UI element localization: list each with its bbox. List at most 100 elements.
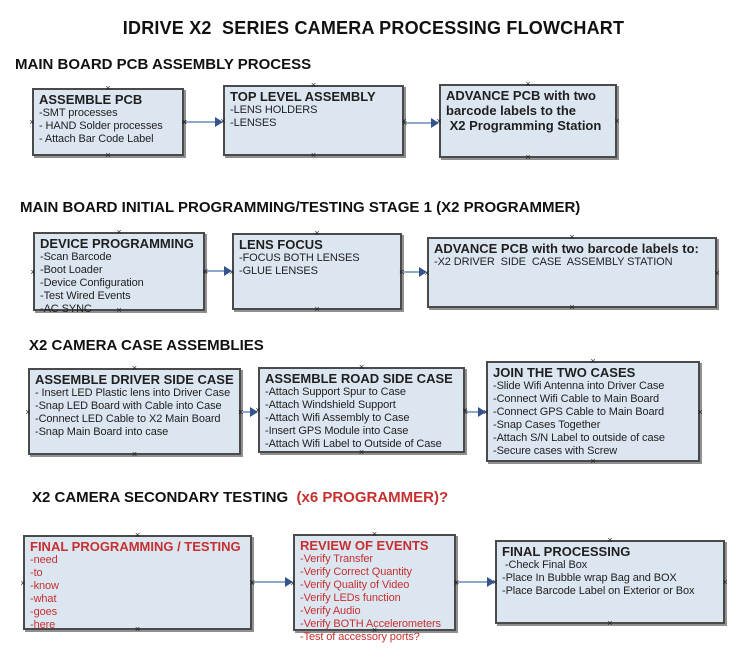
- arrow-line: [253, 581, 287, 583]
- flow-box-title: ADVANCE PCB with two barcode labels to:: [434, 241, 699, 256]
- flow-box-title: TOP LEVEL ASSEMBLY: [230, 89, 376, 104]
- arrow-head-icon: [215, 117, 223, 127]
- arrow-head-icon: [431, 118, 439, 128]
- arrow-top-level-to-advance-pcb: ×: [402, 118, 439, 128]
- flow-box-title: ADVANCE PCB with two barcode labels to t…: [446, 88, 602, 133]
- flow-box-items: - Insert LED Plastic lens into Driver Ca…: [35, 387, 231, 438]
- flow-box-items: -LENS HOLDERS -LENSES: [230, 104, 318, 129]
- connection-handle-icon: ×: [569, 232, 575, 242]
- flow-box-title: ASSEMBLE ROAD SIDE CASE: [265, 371, 453, 386]
- arrow-line: [402, 271, 421, 273]
- connection-handle-icon: ×: [714, 267, 720, 278]
- arrow-line: [206, 270, 226, 272]
- flow-box-items: -Slide Wifi Antenna into Driver Case -Co…: [493, 380, 665, 457]
- connection-handle-icon: ×: [454, 577, 460, 587]
- arrow-head-icon: [285, 577, 293, 587]
- flow-box-assemble-road-side-case[interactable]: ASSEMBLE ROAD SIDE CASE -Attach Support …: [255, 362, 467, 457]
- flow-box-assemble-driver-side-case[interactable]: ASSEMBLE DRIVER SIDE CASE - Insert LED P…: [25, 363, 243, 459]
- connection-handle-icon: ×: [131, 363, 138, 373]
- flowchart-title: IDRIVE X2 SERIES CAMERA PROCESSING FLOWC…: [122, 18, 625, 38]
- section-heading-secondary-testing: X2 CAMERA SECONDARY TESTING (x6 PROGRAMM…: [32, 489, 448, 506]
- arrow-line: [405, 122, 433, 124]
- connection-handle-icon: ×: [722, 577, 728, 587]
- connection-handle-icon: ×: [590, 356, 596, 366]
- connection-handle-icon: ×: [20, 577, 26, 588]
- flow-box-title: ASSEMBLE PCB: [39, 92, 143, 107]
- flow-box-title: REVIEW OF EVENTS: [300, 538, 429, 553]
- connection-handle-icon: ×: [116, 227, 122, 237]
- arrow-lens-focus-to-advance-pcb: ×: [399, 267, 427, 277]
- flow-box-items: -Attach Support Spur to Case -Attach Win…: [265, 386, 442, 450]
- section-heading-pcb-assembly: MAIN BOARD PCB ASSEMBLY PROCESS: [15, 56, 312, 73]
- flow-box-title: LENS FOCUS: [239, 237, 323, 252]
- arrow-final-programming-to-review: ×: [250, 577, 293, 587]
- connection-handle-icon: ×: [238, 407, 244, 417]
- flow-box-items: -X2 DRIVER SIDE CASE ASSEMBLY STATION: [434, 256, 673, 268]
- flow-box-advance-pcb-programming-station[interactable]: ADVANCE PCB with two barcode labels to t…: [436, 79, 620, 162]
- arrow-line: [466, 411, 480, 413]
- section-heading-black-part: X2 CAMERA SECONDARY TESTING: [32, 489, 293, 506]
- arrow-road-case-to-join-cases: ×: [463, 407, 486, 417]
- arrow-head-icon: [487, 577, 495, 587]
- flow-box-top-level-assembly[interactable]: TOP LEVEL ASSEMBLY -LENS HOLDERS -LENSES…: [220, 80, 406, 160]
- flow-box-assemble-pcb[interactable]: ASSEMBLE PCB -SMT processes - HAND Solde…: [29, 83, 186, 160]
- arrow-line: [457, 581, 489, 583]
- arrow-head-icon: [250, 407, 258, 417]
- flow-box-items: -SMT processes - HAND Solder processes -…: [39, 107, 163, 145]
- connection-handle-icon: ×: [25, 406, 31, 417]
- flow-box-items: -Scan Barcode -Boot Loader -Device Confi…: [40, 251, 144, 315]
- connection-handle-icon: ×: [697, 406, 703, 417]
- flow-box-title: FINAL PROCESSING: [502, 544, 631, 559]
- connection-handle-icon: ×: [105, 150, 111, 160]
- flow-box-final-programming-testing[interactable]: FINAL PROGRAMMING / TESTING -need -to -k…: [20, 530, 254, 634]
- arrow-head-icon: [224, 266, 232, 276]
- connection-handle-icon: ×: [402, 118, 408, 128]
- arrow-device-programming-to-lens-focus: ×: [203, 266, 232, 276]
- flow-box-final-processing[interactable]: FINAL PROCESSING -Check Final Box -Place…: [492, 535, 728, 628]
- flow-box-review-of-events[interactable]: REVIEW OF EVENTS -Verify Transfer -Verif…: [290, 529, 458, 644]
- connection-handle-icon: ×: [310, 150, 317, 160]
- connection-handle-icon: ×: [614, 116, 620, 126]
- connection-handle-icon: ×: [131, 449, 138, 459]
- connection-handle-icon: ×: [569, 302, 575, 312]
- arrow-line: [241, 411, 252, 413]
- arrow-head-icon: [419, 267, 427, 277]
- flow-box-items: -Verify Transfer -Verify Correct Quantit…: [300, 553, 441, 643]
- connection-handle-icon: ×: [30, 266, 36, 277]
- flow-box-lens-focus[interactable]: LENS FOCUS -FOCUS BOTH LENSES -GLUE LENS…: [229, 228, 404, 314]
- connection-handle-icon: ×: [134, 530, 141, 540]
- connection-handle-icon: ×: [105, 83, 111, 93]
- flow-box-title: JOIN THE TWO CASES: [493, 365, 636, 380]
- connection-handle-icon: ×: [358, 362, 365, 372]
- flow-box-join-the-two-cases[interactable]: JOIN THE TWO CASES -Slide Wifi Antenna i…: [483, 356, 703, 466]
- connection-handle-icon: ×: [182, 117, 188, 127]
- connection-handle-icon: ×: [525, 152, 531, 162]
- connection-handle-icon: ×: [371, 529, 378, 539]
- connection-handle-icon: ×: [525, 79, 531, 89]
- arrow-head-icon: [478, 407, 486, 417]
- connection-handle-icon: ×: [607, 535, 613, 545]
- flow-box-advance-pcb-driver-side[interactable]: ADVANCE PCB with two barcode labels to: …: [424, 232, 720, 312]
- arrow-line: [185, 121, 217, 123]
- connection-handle-icon: ×: [314, 304, 320, 314]
- arrow-assemble-pcb-to-top-level: ×: [182, 117, 223, 127]
- connection-handle-icon: ×: [607, 618, 613, 628]
- flow-box-items: -Check Final Box -Place In Bubble wrap B…: [502, 559, 695, 597]
- flow-box-title: DEVICE PROGRAMMING: [40, 236, 194, 251]
- connection-handle-icon: ×: [250, 577, 256, 587]
- connection-handle-icon: ×: [590, 456, 596, 466]
- connection-handle-icon: ×: [310, 80, 317, 90]
- arrow-review-to-final-processing: ×: [454, 577, 495, 587]
- section-heading-initial-programming: MAIN BOARD INITIAL PROGRAMMING/TESTING S…: [20, 199, 581, 216]
- flow-box-items: -need -to -know -what -goes -here: [30, 554, 59, 631]
- flow-box-device-programming[interactable]: DEVICE PROGRAMMING -Scan Barcode -Boot L…: [30, 227, 207, 316]
- flow-box-title: FINAL PROGRAMMING / TESTING: [30, 539, 241, 554]
- connection-handle-icon: ×: [314, 228, 320, 238]
- section-heading-case-assemblies: X2 CAMERA CASE ASSEMBLIES: [29, 337, 264, 354]
- section-heading-red-part: (x6 PROGRAMMER)?: [292, 489, 449, 506]
- connection-handle-icon: ×: [29, 117, 35, 127]
- connection-handle-icon: ×: [463, 407, 469, 417]
- connection-handle-icon: ×: [399, 267, 405, 277]
- arrow-driver-case-to-road-case: ×: [238, 407, 258, 417]
